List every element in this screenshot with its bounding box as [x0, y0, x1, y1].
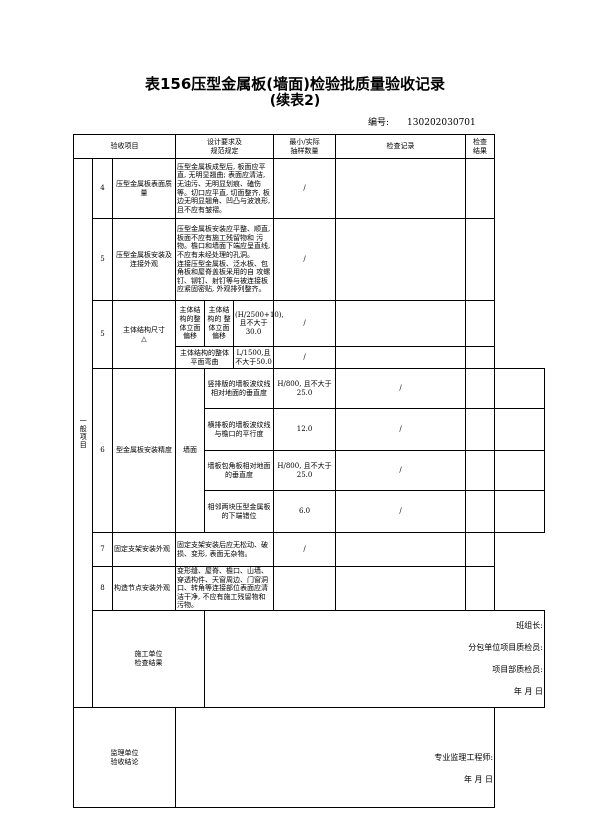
row-name: 压型金属板安装及连接外观 [112, 218, 176, 301]
table-row: 主体结构的整体平面弯曲 L/1500,且不大于50.0 / [74, 346, 545, 369]
row-record[interactable] [465, 490, 496, 533]
date-label: 年 月 日 [463, 774, 494, 784]
table-row: 5 主体结构尺寸 △ 主体结构的整体立面偏移 主体结构的 整体立面偏移 (H/2… [74, 300, 545, 369]
row-min: / [273, 218, 337, 301]
row-num: 5 [92, 300, 113, 369]
date-label: 年 月 日 [513, 687, 543, 696]
row-record[interactable] [335, 346, 467, 369]
sub-item-name: 竖排版的墙板波纹线相对地面的垂直度 [203, 368, 275, 409]
supervisor-signoff-row: 监理单位 验收结论 专业监理工程师: 年 月 日 [73, 707, 545, 808]
row-requirement: 固定支架安装后应无松动、破损、变形, 表面无杂物。 [174, 532, 275, 567]
row-min: / [273, 300, 337, 347]
row-result[interactable] [465, 532, 496, 567]
row-result[interactable] [494, 408, 545, 451]
table-row: 8 构造节点安装外观 变形缝、屋脊、檐口、山墙、穿透构件、天窗周边、门窗洞 口、… [74, 566, 545, 611]
constructor-signoff[interactable]: 班组长: 分包单位项目质检员: 项目部质检员: 年 月 日 [204, 610, 545, 708]
row-result[interactable] [465, 346, 496, 369]
row-num: 5 [92, 218, 113, 301]
table-row: 6 型金属板安装精度 墙面 竖排版的墙板波纹线相对地面的垂直度 H/800, 且… [74, 368, 545, 533]
engineer-label: 专业监理工程师: [434, 752, 494, 762]
table-row: 5 压型金属板安装及连接外观 压型金属板安装应平整、顺直, 板面不应有施工残留物… [74, 218, 545, 301]
row-result[interactable] [494, 490, 545, 533]
sub-requirement: L/1500,且不大于50.0 [232, 346, 275, 369]
row-name: 压型金属板表面质量 [112, 158, 176, 219]
supervisor-signoff[interactable]: 专业监理工程师: 年 月 日 [174, 707, 496, 808]
table-row: 墙板包角板相对地面的垂直度 H/800, 且不大于25.0 / [74, 450, 545, 491]
sub-item-name: 墙板包角板相对地面的垂直度 [203, 450, 275, 491]
row-record[interactable] [465, 408, 496, 451]
constructor-label: 施工单位 检查结果 [92, 610, 205, 708]
row-min: / [335, 490, 467, 533]
row-record[interactable] [335, 218, 467, 301]
row-result[interactable] [494, 450, 545, 491]
sub-requirement: 12.0 [273, 408, 337, 451]
sub-requirement: H/800, 且不大于25.0 [273, 450, 337, 491]
area-label: 墙面 [175, 368, 205, 533]
row-result[interactable] [465, 158, 496, 219]
header-row: 验收项目 设计要求及 规范规定 最小/实际 抽样数量 检查记录 检查 结果 [73, 134, 545, 159]
row-num: 4 [92, 158, 113, 219]
dept-inspector-label: 项目部质检员: [492, 665, 543, 674]
row-min: / [335, 408, 467, 451]
col-item: 验收项目 [73, 134, 176, 159]
sub-item-name: 相邻两块压型金属板的下端错位 [203, 490, 275, 533]
row-name: 型金属板安装精度 [112, 368, 176, 533]
table-row: 7 固定支架安装外观 固定支架安装后应无松动、破损、变形, 表面无杂物。 / [74, 532, 545, 567]
page-subtitle: (续表2) [269, 93, 321, 109]
row-result[interactable] [465, 300, 496, 347]
row-min: / [335, 368, 467, 409]
col-min: 最小/实际 抽样数量 [273, 134, 337, 159]
row-result[interactable] [465, 218, 496, 301]
row-record[interactable] [335, 158, 467, 219]
row-result[interactable] [494, 368, 545, 409]
constructor-signoff-row: 施工单位 检查结果 班组长: 分包单位项目质检员: 项目部质检员: 年 月 日 [74, 610, 545, 708]
table-row: 相邻两块压型金属板的下端错位 6.0 / [74, 490, 545, 533]
row-num: 6 [92, 368, 113, 533]
page-title: 表156压型金属板(墙面)检验批质量验收记录 [144, 75, 446, 93]
row-requirement: 变形缝、屋脊、檐口、山墙、穿透构件、天窗周边、门窗洞 口、转角等连接部位表面应清… [174, 566, 275, 611]
row-record[interactable] [465, 368, 496, 409]
row-name: 构造节点安装外观 [112, 566, 176, 611]
code-label: 编号: [368, 118, 390, 128]
row-min: / [335, 450, 467, 491]
sub-item-name-2: 主体结构的 整体立面偏移 [204, 300, 234, 347]
sub-item-name: 主体结构的整体平面弯曲 [175, 346, 234, 369]
col-design: 设计要求及 规范规定 [174, 134, 275, 159]
row-record[interactable] [465, 450, 496, 491]
row-record[interactable] [335, 300, 467, 347]
record-code: 编号: 130202030701 [368, 115, 476, 128]
row-result[interactable] [465, 566, 496, 611]
row-num: 7 [92, 532, 113, 567]
code-value: 130202030701 [407, 118, 476, 128]
row-min: / [273, 346, 337, 369]
supervisor-label: 监理单位 验收结论 [73, 707, 176, 808]
inspection-table: 验收项目 设计要求及 规范规定 最小/实际 抽样数量 检查记录 检查 结果 一般… [73, 134, 545, 808]
table-row: 一般项目 4 压型金属板表面质量 压型金属板成型后, 板面应平直, 无明显翘曲;… [73, 158, 545, 708]
row-min: / [273, 158, 337, 219]
sub-inspector-label: 分包单位项目质检员: [468, 643, 543, 652]
row-name: 固定支架安装外观 [112, 532, 176, 567]
sub-item-name: 横排板的墙板波纹线与檐口的平行度 [203, 408, 275, 451]
sub-requirement: 6.0 [273, 490, 337, 533]
row-record[interactable] [335, 532, 467, 567]
row-requirement: 压型金属板安装应平整、顺直, 板面不应有施工残留物和 污物。檐口和墙面下端应呈直… [174, 218, 275, 301]
col-record: 检查记录 [335, 134, 467, 159]
row-min: / [273, 532, 337, 567]
sub-item-name: 主体结构的整体立面偏移 [175, 300, 205, 347]
row-min[interactable] [273, 566, 337, 611]
row-name: 主体结构尺寸 △ [112, 300, 176, 369]
team-leader-label: 班组长: [516, 621, 543, 630]
row-record[interactable] [335, 566, 467, 611]
row-num: 8 [92, 566, 113, 611]
sub-requirement: (H/2500+10), 且不大于30.0 [232, 300, 284, 347]
row-requirement: 压型金属板成型后, 板面应平直, 无明显翘曲; 表面应清洁, 无油污、无明显划痕… [174, 158, 275, 219]
group-label: 一般项目 [73, 158, 93, 708]
sub-requirement: H/800, 且不大于25.0 [273, 368, 337, 409]
col-result: 检查 结果 [465, 134, 496, 159]
